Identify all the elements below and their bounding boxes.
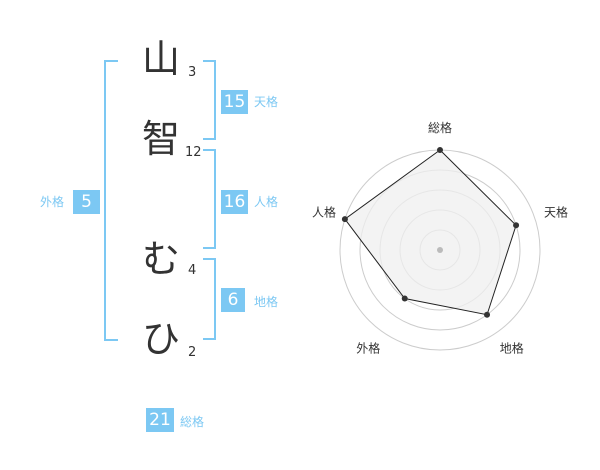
name-char-1: 山 (142, 37, 181, 81)
chikaku-value: 6 (221, 288, 245, 312)
gaikaku-label: 外格 (40, 195, 65, 209)
chikaku-bracket (203, 258, 216, 340)
tenkaku-label: 天格 (254, 95, 279, 109)
radar-point-2 (513, 222, 520, 229)
radar-area (344, 149, 517, 316)
radar-axis-label-3: 地格 (500, 341, 524, 356)
radar-axis-label-4: 外格 (356, 341, 380, 356)
name-char-4: ひ (142, 317, 181, 361)
stroke-count-2: 12 (185, 145, 202, 160)
name-char-2: 智 (142, 117, 181, 161)
jinkaku-value: 16 (221, 190, 248, 214)
tenkaku-bracket (203, 60, 216, 140)
radar-center-dot (437, 247, 443, 253)
gaikaku-value: 5 (73, 190, 100, 214)
soukaku-label: 総格 (180, 415, 205, 429)
radar-point-3 (484, 311, 491, 318)
radar-axis-label-1: 総格 (428, 120, 452, 135)
chikaku-label: 地格 (254, 295, 279, 309)
radar-axis-label-2: 天格 (544, 204, 568, 219)
radar-point-1 (437, 147, 443, 153)
radar-point-5 (341, 216, 348, 223)
tenkaku-value: 15 (221, 90, 248, 114)
jinkaku-bracket (203, 149, 216, 249)
jinkaku-label: 人格 (254, 195, 279, 209)
stroke-count-3: 4 (188, 263, 197, 278)
stroke-count-4: 2 (188, 345, 197, 360)
stroke-count-1: 3 (188, 65, 197, 80)
soukaku-value: 21 (146, 408, 174, 432)
radar-axis-label-5: 人格 (312, 204, 336, 219)
gaikaku-bracket (104, 60, 118, 341)
name-char-3: む (142, 237, 181, 281)
radar-point-4 (401, 295, 408, 302)
